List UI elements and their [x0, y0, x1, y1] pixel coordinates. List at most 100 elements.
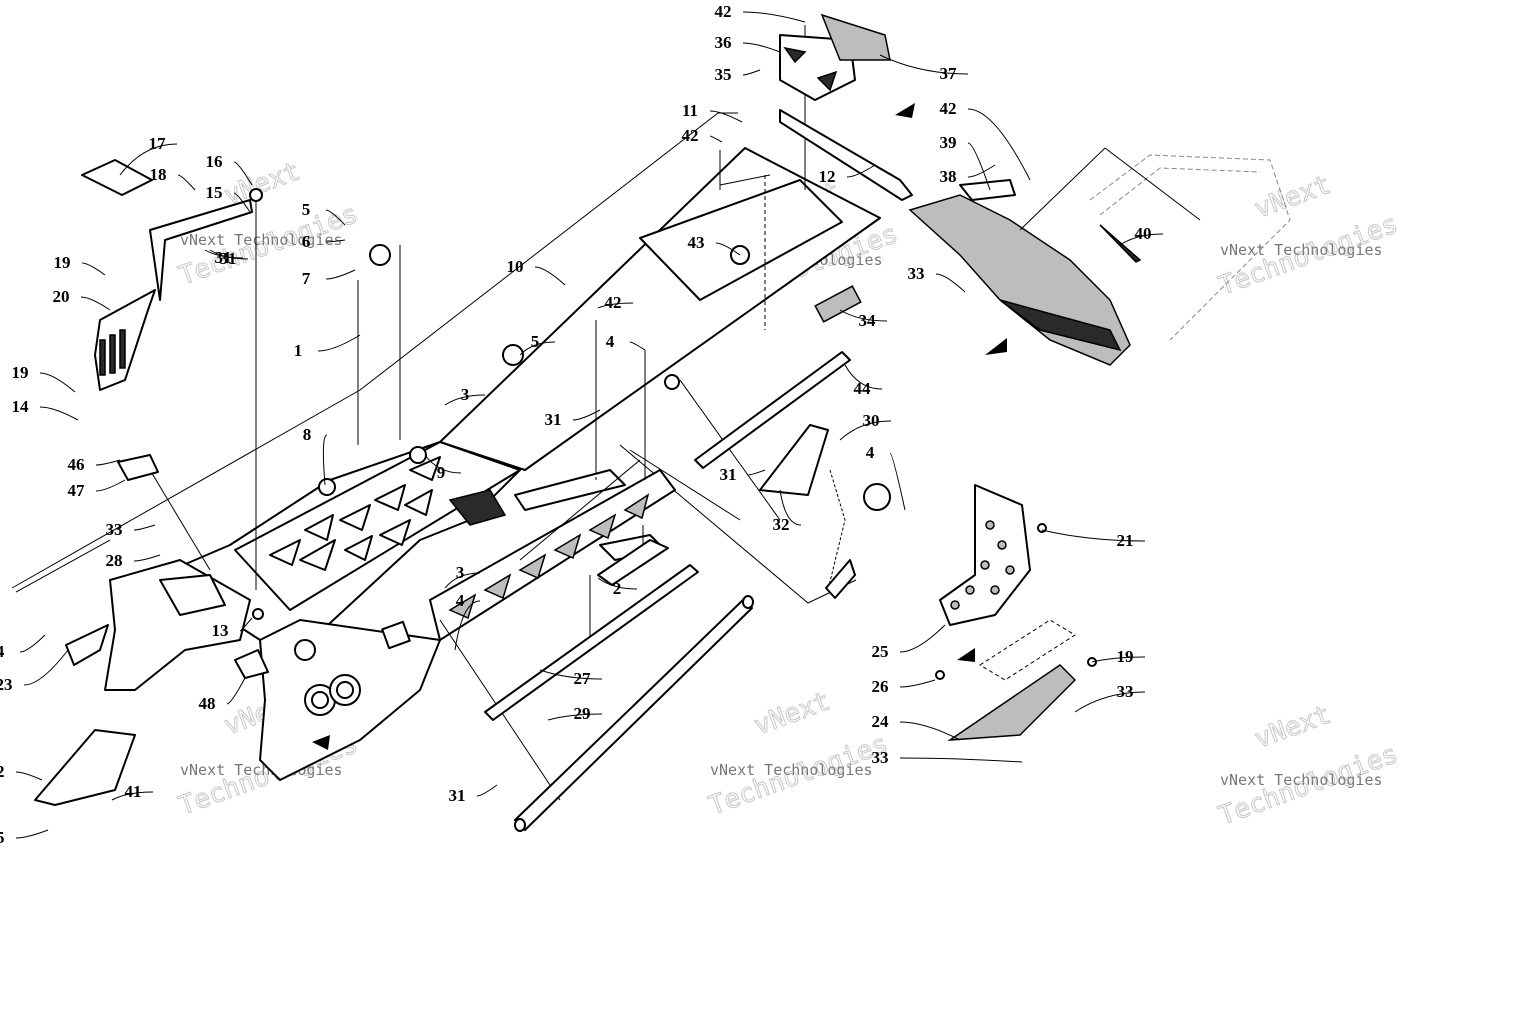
callout-45: 45: [0, 828, 5, 847]
callout-11: 11: [682, 101, 698, 120]
callout-5: 5: [302, 200, 311, 219]
deck-guide-line: [719, 174, 771, 186]
callout-1: 1: [294, 341, 303, 360]
callout-leader-31: [747, 469, 766, 476]
frame-hole-inner: [311, 691, 329, 709]
frame-bracket: [381, 620, 411, 650]
callout-31: 31: [720, 465, 737, 484]
callout-3: 3: [456, 563, 465, 582]
callout-leader-36: [742, 42, 781, 53]
callout-labels: 1233444455678910111213141516171819191920…: [0, 2, 1152, 847]
part-26-nut: [935, 670, 945, 680]
tunnel-floor-plate: [234, 441, 521, 611]
callout-16: 16: [206, 152, 223, 171]
svg-text:vNext: vNext: [1251, 700, 1335, 755]
assembly-outline-line: [15, 539, 111, 593]
shaft-end: [742, 595, 754, 609]
callout-21: 21: [1117, 531, 1134, 550]
frame-hole-inner: [336, 681, 354, 699]
callout-leader-10: [534, 266, 566, 286]
callout-33: 33: [908, 264, 925, 283]
plate-slots: [99, 329, 126, 376]
part-7-bracket: [369, 244, 391, 266]
svg-text:vNext Technologies: vNext Technologies: [1220, 771, 1383, 789]
direction-arrow: [985, 338, 1007, 355]
callout-leader-6: [325, 239, 346, 243]
svg-text:vNext: vNext: [220, 156, 304, 211]
callout-13: 13: [212, 621, 229, 640]
callout-27: 27: [574, 669, 592, 688]
callout-18: 18: [150, 165, 167, 184]
part-48-bumper-clip: [234, 649, 269, 679]
callout-leader-33: [133, 524, 156, 531]
svg-text:vNext Technologies: vNext Technologies: [710, 761, 873, 779]
part-8-bushing: [318, 478, 336, 496]
callout-31: 31: [545, 410, 562, 429]
callout-leader-43: [715, 242, 741, 256]
ghost-rear-bumper: [1099, 167, 1261, 216]
callout-leader-2: [597, 577, 638, 590]
rail-parts: [484, 351, 851, 832]
callout-5: 5: [531, 332, 540, 351]
bulkhead-opening: [159, 574, 226, 616]
callout-7: 7: [302, 269, 311, 288]
hardware: [249, 188, 1097, 680]
callout-48: 48: [199, 694, 216, 713]
callout-31: 31: [215, 248, 232, 267]
direction-arrow: [957, 648, 975, 662]
callout-8: 8: [303, 425, 312, 444]
part-12-bracket: [779, 109, 913, 201]
callout-leader-30: [839, 420, 892, 441]
watermark: vNext vNext Technologies Technologies: [1215, 699, 1403, 832]
callout-leader-1: [317, 334, 361, 352]
left-hand-guard-assembly: [81, 159, 253, 391]
part-30-chain: [827, 469, 846, 591]
svg-text:vNext Technologies: vNext Technologies: [1220, 241, 1383, 259]
callout-6: 6: [302, 232, 311, 251]
callout-19: 19: [54, 253, 71, 272]
callout-leader-31: [476, 784, 498, 797]
footrest-holes: [950, 520, 1015, 610]
frame-hole: [294, 639, 316, 661]
tunnel-frame-assembly: [11, 112, 881, 781]
callout-19: 19: [1117, 647, 1134, 666]
callout-leader-33: [935, 273, 966, 293]
callout-leader-18: [177, 174, 196, 191]
callout-35: 35: [715, 65, 732, 84]
callout-leader-34: [839, 309, 888, 322]
callout-leader-31: [204, 249, 244, 259]
callout-leader-26: [899, 679, 936, 688]
callout-leader-3: [444, 572, 481, 589]
callout-42: 42: [940, 99, 957, 118]
callout-32: 32: [773, 515, 790, 534]
callout-leader-22: [15, 771, 43, 781]
part-46-clip: [117, 454, 159, 481]
callout-leader-9: [424, 454, 462, 474]
running-board-assembly: [939, 484, 1077, 741]
callout-4: 4: [0, 642, 5, 661]
part-5-plate: [502, 344, 524, 366]
callout-26: 26: [872, 677, 889, 696]
callout-19: 19: [12, 363, 29, 382]
callout-4: 4: [606, 332, 615, 351]
callout-leader-4: [889, 452, 906, 511]
watermark: vNext vNext Technologies Technologies: [1215, 169, 1403, 302]
callout-31: 31: [220, 249, 237, 268]
callout-leader-33: [899, 757, 1023, 763]
direction-arrow: [312, 735, 330, 750]
callout-9: 9: [437, 463, 446, 482]
callout-30: 30: [863, 411, 880, 430]
callout-leader-42: [742, 11, 806, 23]
callout-3: 3: [461, 385, 470, 404]
callout-leader-39: [967, 142, 991, 191]
callout-leader-5: [325, 209, 346, 226]
callout-41: 41: [125, 782, 142, 801]
callout-leader-37: [879, 54, 969, 75]
callout-leader-47: [95, 479, 126, 492]
svg-text:vNext: vNext: [750, 686, 834, 741]
callout-leader-48: [226, 677, 246, 705]
assembly-outline-line: [11, 112, 738, 589]
callout-leader-32: [779, 489, 802, 526]
part-2-bracket: [597, 539, 669, 586]
